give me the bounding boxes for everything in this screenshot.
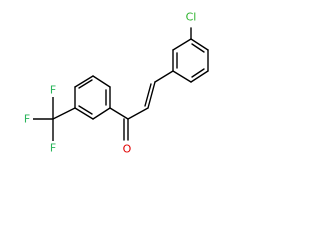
atom-oxygen: O	[123, 143, 132, 156]
bond-ring-vinyl	[154, 70, 174, 83]
bond-left-ring-6	[92, 107, 111, 120]
bond-right-ring-3	[190, 70, 209, 83]
bond-left-ring-inner-3	[78, 105, 93, 115]
bond-right-ring-1	[190, 38, 209, 51]
bond-right-ring-6	[172, 38, 192, 51]
bond-ring-cf3	[52, 107, 76, 120]
bond-left-ring-3	[74, 75, 94, 88]
atom-fluorine-left: F	[24, 113, 30, 126]
bond-vinyl-double-inner	[144, 83, 152, 107]
molecule-diagram: Cl O F F F	[21, 9, 209, 157]
atom-fluorine-top: F	[50, 84, 56, 97]
bond-right-ring-4	[172, 70, 192, 83]
atom-layer: Cl O F F F	[21, 9, 201, 157]
atom-chlorine: Cl	[186, 11, 197, 24]
bond-layer	[32, 27, 209, 142]
bond-left-ring-inner-2	[78, 79, 93, 89]
bond-right-ring-inner-1	[191, 43, 205, 53]
bond-left-ring-2	[92, 75, 111, 88]
structure-canvas: Cl O F F F	[21, 9, 209, 157]
atom-fluorine-bottom: F	[50, 142, 56, 155]
bond-vinyl-carbonyl	[127, 107, 149, 120]
bond-right-ring-inner-2	[191, 68, 205, 78]
bond-carbonyl-ring	[109, 107, 129, 120]
bond-vinyl-double-outer	[147, 81, 156, 109]
bond-left-ring-5	[74, 107, 94, 120]
